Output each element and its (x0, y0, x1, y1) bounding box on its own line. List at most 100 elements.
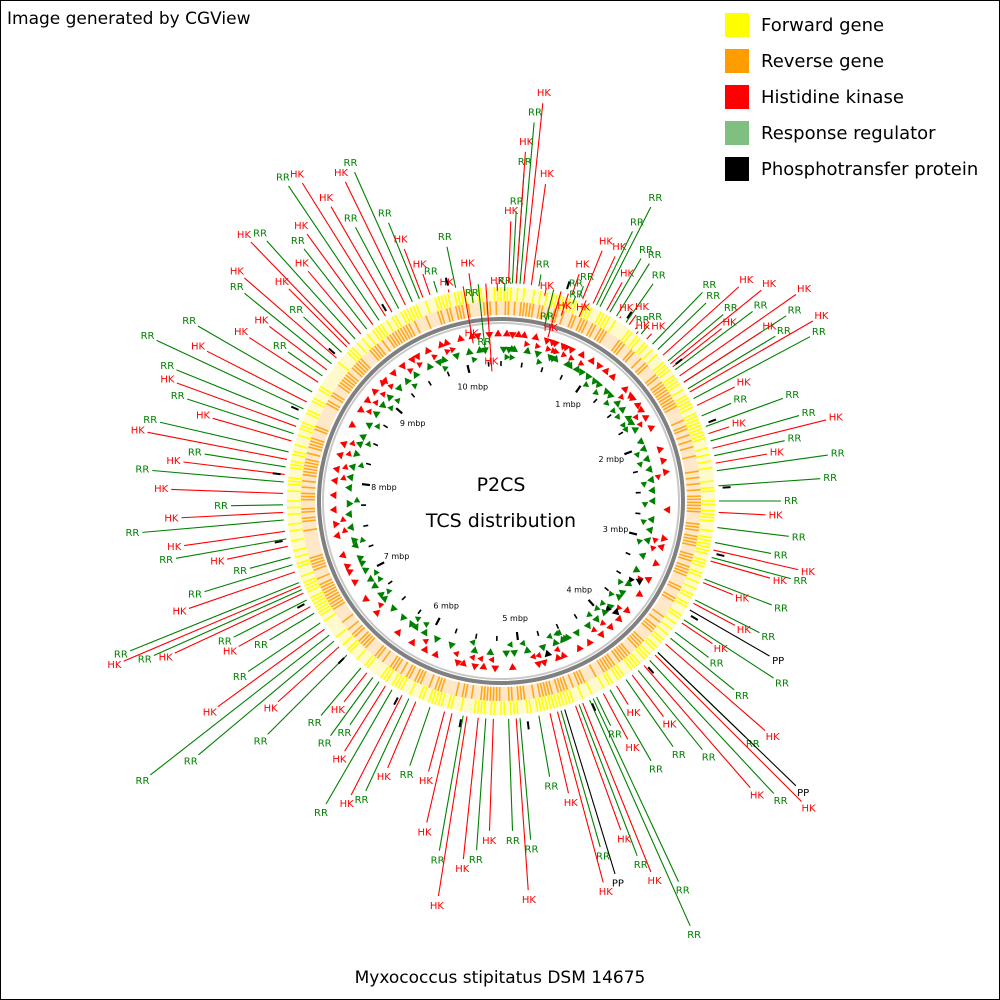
feature-line (628, 314, 637, 325)
reverse-gene (667, 583, 681, 591)
reverse-gene (376, 343, 387, 356)
reverse-gene (345, 374, 358, 385)
feature-line (649, 660, 775, 794)
rr-glyph (404, 377, 412, 386)
forward-gene (652, 361, 665, 372)
feature-label: HK (319, 193, 334, 204)
forward-gene (522, 288, 526, 303)
forward-gene (409, 681, 417, 695)
major-tick (575, 385, 582, 393)
feature-line (716, 454, 828, 472)
feature-line (227, 545, 288, 560)
forward-gene (434, 690, 440, 705)
hk-glyph (343, 563, 352, 571)
reverse-gene (516, 686, 520, 701)
forward-gene (319, 385, 333, 395)
forward-gene (607, 319, 617, 333)
glyph-secondary (469, 654, 476, 662)
rr-glyph (411, 623, 419, 632)
feature-line (592, 256, 616, 304)
forward-gene (688, 567, 703, 575)
minor-tick (616, 570, 622, 575)
feature-line (388, 222, 420, 300)
feature-line (217, 628, 325, 708)
forward-gene (664, 377, 677, 387)
feature-line (713, 549, 799, 571)
feature-line (578, 704, 638, 856)
feature-label: RR (233, 566, 247, 577)
feature-label: RR (318, 739, 332, 750)
feature-line (476, 718, 487, 851)
glyph-secondary (379, 391, 386, 398)
hk-glyph (659, 457, 668, 465)
hk-glyph (491, 665, 500, 673)
reverse-gene (353, 364, 365, 376)
forward-gene (644, 639, 656, 651)
hk-glyph (473, 332, 482, 341)
glyph-secondary (629, 576, 635, 584)
feature-label: RR (528, 107, 542, 118)
hk-glyph (596, 361, 604, 370)
reverse-gene (626, 636, 638, 649)
reverse-gene (309, 443, 323, 449)
minor-tick (606, 414, 612, 419)
pp-glyph (611, 607, 620, 616)
minor-tick (536, 630, 540, 637)
feature-line (625, 283, 654, 323)
backbone-inner (322, 322, 680, 680)
reverse-gene (353, 626, 366, 638)
feature-line (325, 689, 393, 805)
feature-line (488, 718, 494, 831)
forward-gene (700, 480, 715, 483)
rr-glyph (552, 638, 560, 647)
reverse-gene (633, 630, 645, 642)
reverse-gene (580, 320, 589, 334)
feature-label: HK (599, 887, 614, 898)
feature-label: HK (504, 206, 519, 217)
glyph-secondary (341, 527, 349, 534)
hk-glyph (647, 425, 656, 433)
legend-label: Phosphotransfer protein (761, 158, 979, 180)
feature-label: RR (702, 280, 716, 291)
forward-gene (427, 688, 435, 703)
forward-gene (667, 382, 681, 392)
reverse-gene (628, 634, 640, 647)
rr-glyph (607, 391, 615, 399)
reverse-gene (439, 310, 446, 324)
reverse-gene (304, 461, 319, 466)
feature-line (696, 386, 735, 406)
feature-line (468, 273, 472, 286)
forward-gene (342, 635, 354, 646)
forward-gene (288, 476, 303, 480)
forward-gene (664, 615, 677, 625)
feature-line (538, 274, 542, 287)
reverse-gene (343, 376, 356, 387)
credit-text: Image generated by CGView (7, 9, 251, 29)
glyph-secondary (477, 655, 484, 663)
feature-label: RR (469, 855, 483, 866)
feature-label: RR (525, 845, 539, 856)
feature-line (183, 461, 285, 475)
glyph-secondary (471, 356, 478, 364)
forward-gene (685, 418, 700, 426)
feature-label: HK (750, 790, 765, 801)
feature-line (349, 681, 380, 726)
reverse-gene (662, 402, 676, 411)
hk-glyph (479, 662, 488, 670)
reverse-gene (656, 391, 670, 401)
reverse-gene (683, 533, 698, 538)
feature-line (519, 718, 532, 840)
reverse-gene (364, 637, 376, 649)
glyph-secondary (394, 397, 401, 405)
reverse-gene (684, 527, 699, 532)
outer-tick (458, 719, 462, 728)
hk-glyph (333, 531, 341, 540)
feature-label: HK (619, 303, 634, 314)
forward-gene (671, 388, 684, 398)
reverse-gene (483, 686, 486, 701)
forward-gene (356, 648, 367, 660)
rr-glyph (523, 646, 532, 654)
forward-gene (531, 289, 536, 304)
hk-glyph (508, 663, 517, 671)
hk-glyph (662, 468, 670, 477)
